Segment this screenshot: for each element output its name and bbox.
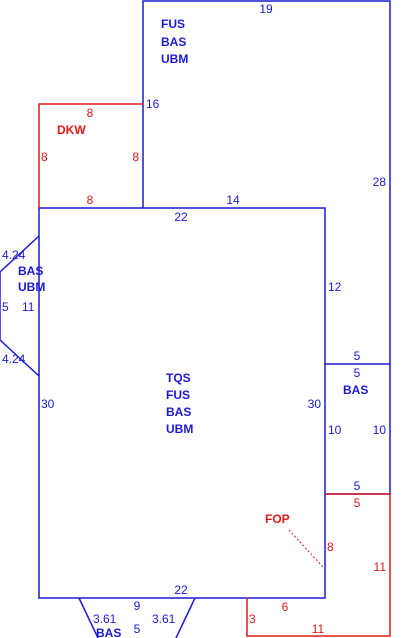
upper-section-outline [142, 0, 391, 495]
dim-bottom-bay-top: 9 [134, 599, 141, 613]
bay-outline [0, 235, 40, 377]
dim-right-bottom: 5 [354, 479, 361, 493]
dim-porch-right: 11 [374, 560, 387, 574]
dim-right-right: 10 [373, 423, 387, 437]
dim-upper-top: 19 [259, 2, 273, 16]
dim-porch-top: 5 [354, 496, 361, 510]
right-area-label: BAS [343, 383, 368, 397]
bottom-bay-outline-right [175, 597, 196, 638]
dim-porch-left: 3 [249, 612, 256, 626]
dim-main-bottom: 22 [174, 583, 188, 597]
dim-deck-right: 8 [132, 150, 139, 164]
upper-area-line-3: UBM [161, 52, 188, 66]
dim-bay-outer: 5 [2, 300, 9, 314]
bay-area-line-2: UBM [18, 280, 45, 294]
dim-porch-step: 6 [282, 600, 289, 614]
bottom-bay-area-label: BAS [96, 626, 121, 638]
dim-main-right-upper: 12 [328, 280, 342, 294]
dim-bay-lower: 4.24 [2, 352, 26, 366]
dim-main-right: 30 [308, 397, 322, 411]
dim-deck-bottom: 8 [87, 193, 94, 207]
main-area-line-4: UBM [166, 422, 193, 436]
dim-right-top-inner: 5 [354, 366, 361, 380]
dim-main-top: 22 [174, 210, 188, 224]
upper-area-line-1: FUS [161, 17, 185, 31]
dim-porch-inner: 8 [327, 540, 334, 554]
upper-area-line-2: BAS [161, 35, 186, 49]
dim-upper-left: 16 [146, 97, 160, 111]
dim-deck-left: 8 [41, 150, 48, 164]
deck-outline [38, 103, 143, 208]
bay-area-line-1: BAS [18, 264, 43, 278]
dim-right-top-outer: 5 [354, 349, 361, 363]
dim-upper-bottom: 14 [226, 193, 240, 207]
dim-upper-right: 28 [373, 175, 387, 189]
dim-bay-upper: 4.24 [2, 248, 26, 262]
porch-pointer [288, 529, 324, 568]
porch-area-label: FOP [265, 512, 290, 526]
main-section-outline [38, 207, 326, 599]
bottom-bay-outline [78, 597, 99, 638]
dim-bottom-bay-right: 3.61 [152, 612, 176, 626]
main-area-line-3: BAS [166, 405, 191, 419]
deck-area-label: DKW [57, 123, 86, 137]
dim-bottom-bay-left: 3.61 [93, 612, 117, 626]
dim-bottom-bay-bottom: 5 [134, 622, 141, 636]
porch-outline [246, 493, 391, 637]
dim-main-left: 30 [41, 397, 55, 411]
dim-bay-inner: 11 [22, 300, 35, 314]
dim-deck-top: 8 [87, 106, 94, 120]
main-area-line-2: FUS [166, 388, 190, 402]
dim-right-left: 10 [328, 423, 342, 437]
main-area-line-1: TQS [166, 371, 191, 385]
dim-porch-bottom: 11 [312, 622, 325, 636]
